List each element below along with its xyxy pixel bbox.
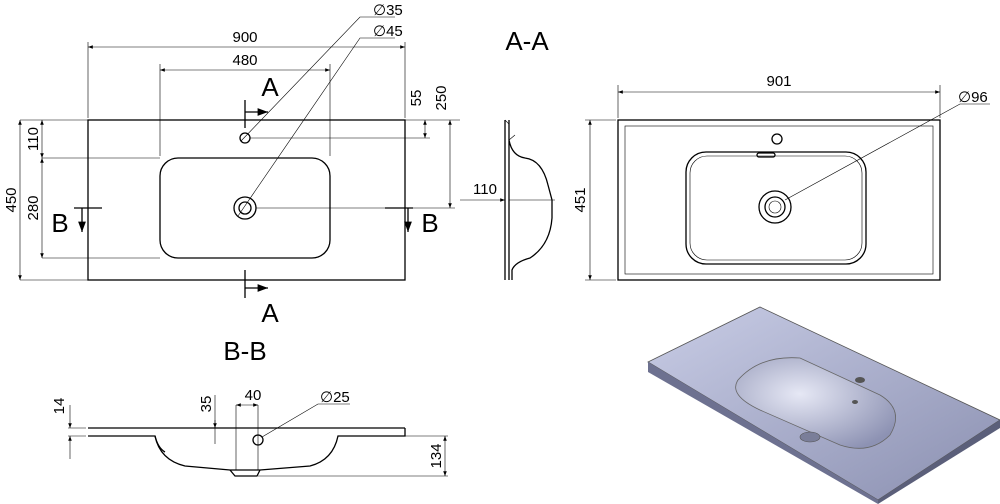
dim-drop: 35 xyxy=(198,396,215,413)
section-bb: B-B 14 35 40 ∅25 134 xyxy=(51,336,448,477)
dim-height: 134 xyxy=(428,443,445,468)
cut-label-a-bottom: A xyxy=(261,298,279,328)
isometric-render xyxy=(647,306,1000,504)
dim-bowl-depth: 280 xyxy=(25,195,42,220)
dim-drain: ∅45 xyxy=(373,23,403,40)
dim-drain-offset: 250 xyxy=(433,85,450,110)
rear-view: 901 451 ∅96 xyxy=(572,73,990,281)
section-bb-title: B-B xyxy=(223,336,266,366)
cut-label-b-left: B xyxy=(51,208,68,238)
dim-hole: ∅25 xyxy=(320,389,350,406)
section-aa: A-A 110 xyxy=(460,26,555,280)
dim-back-edge: 110 xyxy=(25,127,42,151)
dim-side-offset: 110 xyxy=(473,181,497,198)
dim-rear-depth: 451 xyxy=(572,187,589,212)
dim-tap-offset: 55 xyxy=(408,90,425,107)
dim-bowl-width: 480 xyxy=(232,52,257,69)
dim-rear-drain: ∅96 xyxy=(958,89,988,106)
top-view: 900 480 ∅35 ∅45 450 110 280 55 250 A A B… xyxy=(3,2,460,328)
cut-label-b-right: B xyxy=(421,208,438,238)
cut-label-a-top: A xyxy=(261,72,279,102)
dim-bb-width: 40 xyxy=(245,387,262,404)
dim-depth: 450 xyxy=(3,187,20,212)
dim-tap-hole: ∅35 xyxy=(373,2,403,19)
dim-width: 900 xyxy=(232,29,257,46)
dim-rear-width: 901 xyxy=(766,73,791,90)
section-aa-title: A-A xyxy=(505,26,549,56)
dim-thickness: 14 xyxy=(51,398,68,415)
